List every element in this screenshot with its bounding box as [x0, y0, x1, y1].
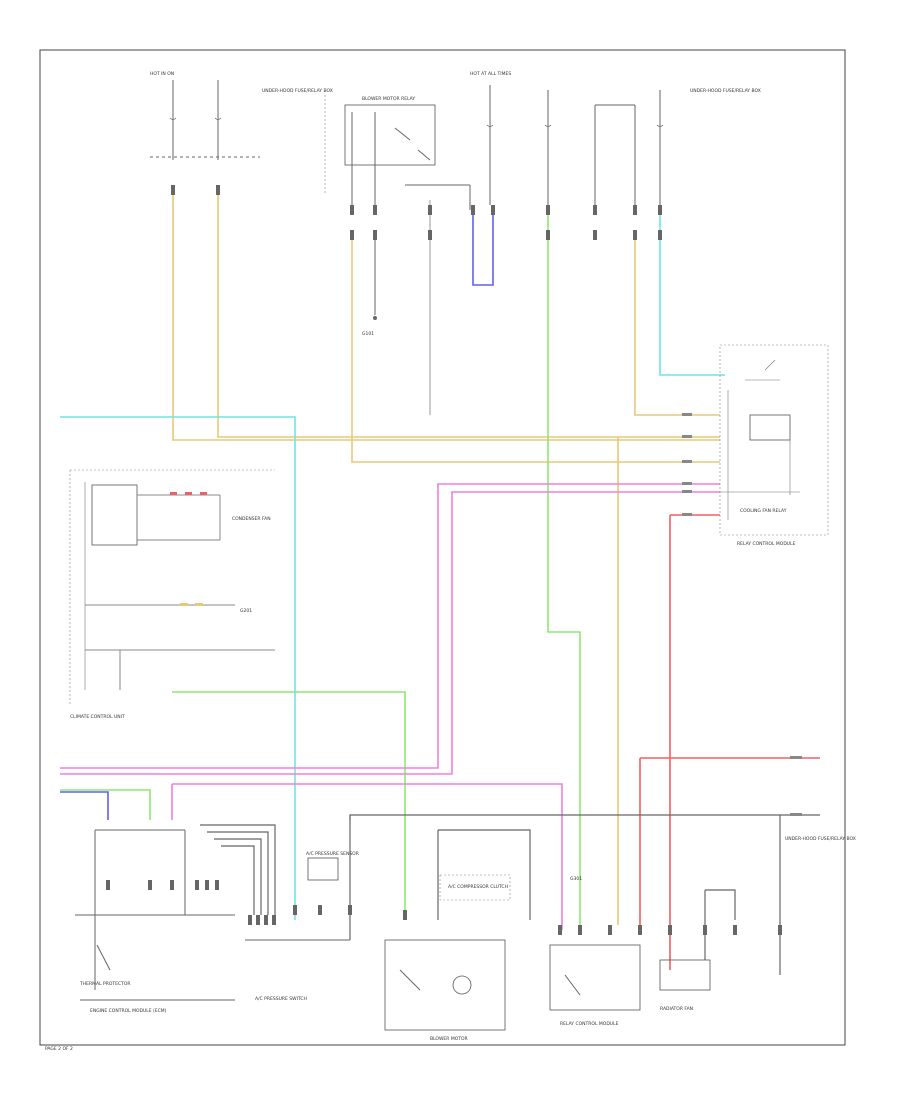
ccu-wire-tags-yellow — [180, 603, 203, 606]
svg-text:THERMAL PROTECTOR: THERMAL PROTECTOR — [79, 981, 131, 987]
blower-motor: BLOWER MOTOR A/C COMPRESSOR CLUTCH — [384, 874, 511, 1042]
climate-control-unit: CONDENSER FAN G201 CLIMATE CONTROL UNIT — [69, 469, 275, 720]
right-wire-tags — [682, 413, 802, 816]
svg-text:A/C PRESSURE SENSOR: A/C PRESSURE SENSOR — [306, 851, 359, 857]
svg-text:A/C COMPRESSOR CLUTCH: A/C COMPRESSOR CLUTCH — [448, 884, 508, 890]
svg-text:CONDENSER FAN: CONDENSER FAN — [232, 516, 271, 522]
yellow-wires — [172, 185, 720, 925]
ccu-wire-tags — [170, 492, 207, 495]
compressor-relay: RELAY CONTROL MODULE G301 — [549, 876, 641, 1027]
svg-text:BLOWER MOTOR RELAY: BLOWER MOTOR RELAY — [362, 96, 415, 102]
cyan-wires — [60, 205, 725, 920]
svg-text:RADIATOR FAN: RADIATOR FAN — [660, 1006, 693, 1012]
page-tag: PAGE 2 OF 2 — [45, 1046, 73, 1052]
under-hood-fuse-box-bottom-label: UNDER-HOOD FUSE/RELAY BOX — [785, 836, 856, 842]
connector-ticks — [106, 185, 782, 935]
svg-text:G101: G101 — [362, 331, 374, 337]
green-wires — [60, 205, 581, 930]
gray-wires — [200, 814, 820, 975]
diagram-frame — [39, 49, 846, 1046]
red-wires — [639, 514, 820, 970]
relay-control-module: COOLING FAN RELAY RELAY CONTROL MODULE — [719, 344, 829, 547]
fuse-block-right-label: HOT AT ALL TIMES — [470, 71, 511, 77]
svg-text:ENGINE CONTROL MODULE (ECM): ENGINE CONTROL MODULE (ECM) — [90, 1008, 167, 1014]
svg-text:G201: G201 — [240, 608, 252, 614]
svg-text:RELAY CONTROL MODULE: RELAY CONTROL MODULE — [560, 1021, 619, 1027]
fuse-block-left-label: HOT IN ON — [150, 71, 174, 77]
under-hood-fuse-box-right-label: UNDER-HOOD FUSE/RELAY BOX — [690, 88, 761, 94]
radiator-fan: RADIATOR FAN — [659, 959, 711, 1012]
fuse-symbols — [169, 117, 664, 127]
svg-text:CLIMATE CONTROL UNIT: CLIMATE CONTROL UNIT — [70, 714, 125, 720]
under-hood-fuse-box-label: UNDER-HOOD FUSE/RELAY BOX — [262, 88, 333, 94]
pink-wires — [60, 483, 720, 930]
ground-g1: G101 — [362, 240, 377, 337]
ac-pressure-switch: A/C PRESSURE SWITCH A/C PRESSURE SENSOR — [245, 851, 359, 1002]
blue-wire-loop — [472, 210, 494, 286]
blue-wire-lower — [60, 791, 109, 820]
svg-text:RELAY CONTROL MODULE: RELAY CONTROL MODULE — [737, 541, 796, 547]
blower-motor-relay-top: BLOWER MOTOR RELAY — [344, 96, 471, 415]
svg-text:A/C PRESSURE SWITCH: A/C PRESSURE SWITCH — [255, 996, 307, 1002]
svg-text:BLOWER MOTOR: BLOWER MOTOR — [430, 1036, 468, 1042]
engine-control-module: THERMAL PROTECTOR ENGINE CONTROL MODULE … — [75, 829, 235, 1014]
svg-text:COOLING FAN RELAY: COOLING FAN RELAY — [740, 508, 787, 514]
top-fuse-group — [150, 80, 661, 205]
svg-text:G301: G301 — [570, 876, 582, 882]
